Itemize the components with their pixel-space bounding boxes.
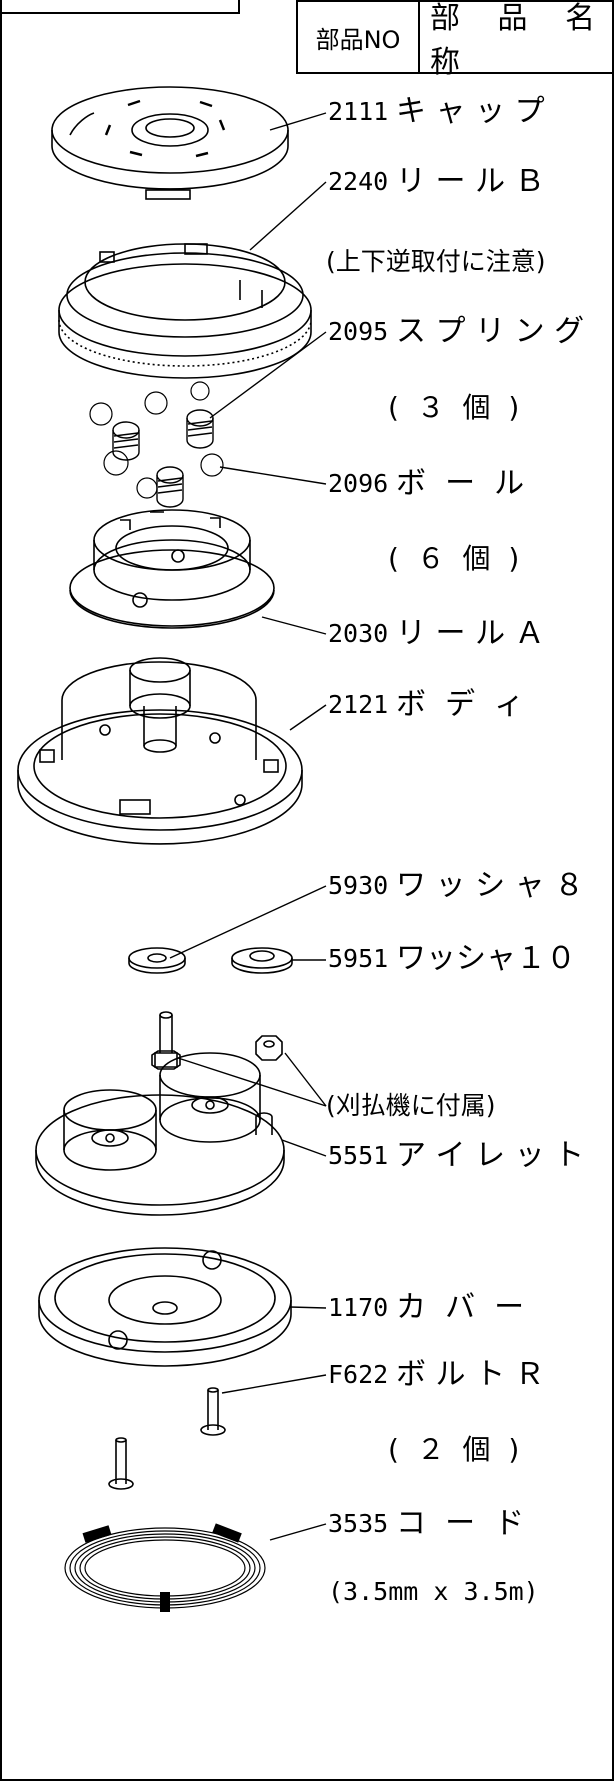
part-name-2240: リ ー ル Ｂ (396, 164, 545, 199)
part-name-F622: ボ ル ト Ｒ (396, 1357, 545, 1392)
part-name-2111: キ ャ ッ プ (396, 94, 545, 129)
leader-lines (169, 112, 327, 1541)
body-part (17, 657, 303, 845)
note-cord-size: (3.5mm x 3.5m) (328, 1577, 539, 1606)
part-name-2121: ボ デ ィ (396, 687, 525, 722)
cover-part (38, 1247, 292, 1367)
reel-a-part (69, 509, 275, 629)
part-no-F622: F622 (328, 1360, 389, 1389)
part-name-5551: ア イ レ ッ ト (396, 1138, 585, 1173)
note-spring-qty: ( ３ 個 ) (388, 391, 520, 424)
part-no-2095: 2095 (328, 317, 389, 346)
note-ball-qty: ( ６ 個 ) (388, 542, 520, 575)
part-no-2240: 2240 (328, 167, 389, 196)
part-no-5551: 5551 (328, 1141, 389, 1170)
eyelet-part (35, 1052, 285, 1216)
part-no-2111: 2111 (328, 97, 389, 126)
note-bolt-qty: ( ２ 個 ) (388, 1433, 520, 1466)
title-tab (0, 0, 240, 14)
part-name-3535: コ ー ド (396, 1506, 525, 1541)
part-name-1170: カ バ ー (396, 1290, 525, 1325)
washer-parts (128, 947, 293, 974)
cap-part (51, 86, 289, 200)
part-no-3535: 3535 (328, 1509, 389, 1538)
bolt-nut-parts (151, 1011, 283, 1070)
cord-part (64, 1523, 266, 1612)
part-name-2030: リ ー ル Ａ (396, 616, 545, 651)
part-no-5951: 5951 (328, 944, 389, 973)
part-name-5951: ワッシャ１０ (396, 941, 576, 976)
part-name-5930: ワ ッ シ ャ ８ (396, 868, 585, 903)
note-mower-attached: (刈払機に付属) (326, 1091, 496, 1120)
part-name-2095: ス プ リ ン グ (396, 314, 585, 349)
note-reel-b-orientation: (上下逆取付に注意) (326, 247, 546, 276)
bolt-r-parts (108, 1387, 226, 1490)
part-no-2121: 2121 (328, 690, 389, 719)
ball-parts (89, 381, 224, 499)
part-name-2096: ボ ー ル (396, 466, 525, 501)
part-no-1170: 1170 (328, 1293, 389, 1322)
part-no-2030: 2030 (328, 619, 389, 648)
part-no-2096: 2096 (328, 469, 389, 498)
reel-b-part (58, 243, 312, 379)
spring-parts (112, 409, 214, 508)
part-no-5930: 5930 (328, 871, 389, 900)
